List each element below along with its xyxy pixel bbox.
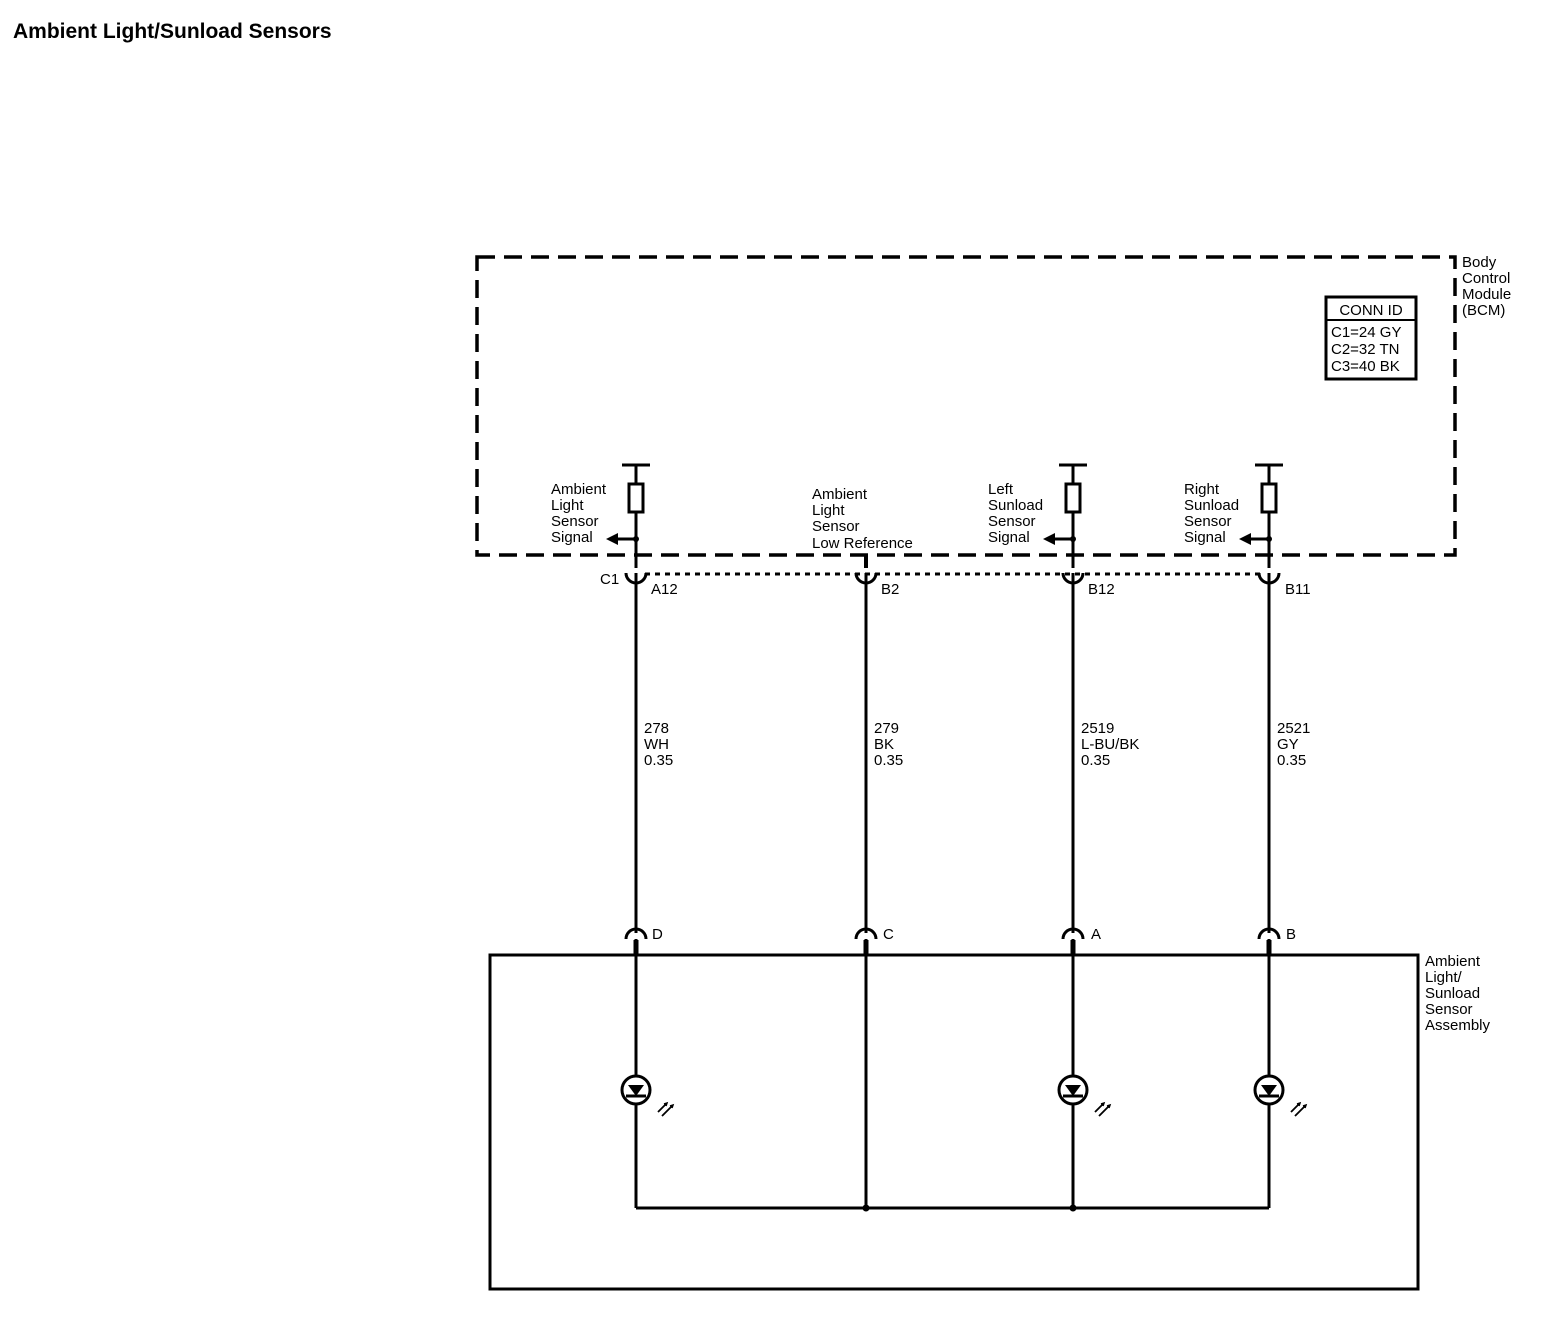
wire-label-line: L-BU/BK [1081,736,1139,753]
photodiode-icon [620,1074,675,1117]
circuit-label-line: Sunload [988,497,1043,514]
conn-id-row: C1=24 GY [1331,324,1401,341]
assembly-label-line: Assembly [1425,1017,1491,1034]
circuit-label-line: Sunload [1184,497,1239,514]
wire-label-line: BK [874,736,894,753]
wire-label-line: 278 [644,720,669,737]
bcm-label-line: Module [1462,286,1511,303]
circuit-label-line: Signal [988,529,1030,546]
conn-id-row: C2=32 TN [1331,341,1400,358]
conn-id-header: CONN ID [1339,302,1403,319]
signal-arrow-icon [1043,533,1055,545]
circuit-label-line: Signal [1184,529,1226,546]
circuit-label-line: Sensor [551,513,599,530]
pin-cup [1061,927,1085,940]
pin-label: B11 [1285,581,1311,598]
circuit-label-line: Sensor [1184,513,1232,530]
resistor [627,482,645,514]
circuit-label-line: Light [812,502,845,519]
wire-label-line: 0.35 [644,752,673,769]
conn-id-table: CONN ID C1=24 GY C2=32 TN C3=40 BK [1324,295,1418,381]
pin-cup [624,927,648,940]
wire-label-line: WH [644,736,669,753]
resistor [1260,482,1278,514]
bcm-label-line: Body [1462,254,1497,271]
page-title: Ambient Light/Sunload Sensors [13,20,332,43]
bcm-label-line: (BCM) [1462,302,1505,319]
pin-label: B12 [1088,581,1115,598]
bcm-label: Body Control Module (BCM) [1462,254,1511,319]
signal-arrow-icon [606,533,618,545]
circuit-label-line: Light [551,497,584,514]
wire-label-line: 0.35 [1081,752,1110,769]
circuit-label-line: Low Reference [812,535,913,552]
photodiode-icon [1253,1074,1308,1117]
sensor-assembly-outline [488,953,1420,1291]
sensor-pin-label: B [1286,926,1296,943]
circuit-label-line: Sensor [988,513,1036,530]
pin-cup [1257,927,1281,940]
bcm-label-line: Control [1462,270,1510,287]
photodiode-icon [1057,1074,1112,1117]
sensor-assembly-label: Ambient Light/ Sunload Sensor Assembly [1425,953,1491,1034]
circuit-label-line: Ambient [551,481,607,498]
assembly-label-line: Ambient [1425,953,1481,970]
wire-label-line: 279 [874,720,899,737]
sensor-pin-label: C [883,926,894,943]
wire-label-line: 0.35 [874,752,903,769]
circuit-label-line: Ambient [812,486,868,503]
connector-c1-label: C1 [600,571,619,588]
assembly-label-line: Sensor [1425,1001,1473,1018]
wire-label-line: 2519 [1081,720,1114,737]
pin-cup [854,927,878,940]
resistor [1064,482,1082,514]
assembly-label-line: Sunload [1425,985,1480,1002]
bcm-module-outline [475,255,1457,557]
circuit-ambient-light-signal: Ambient Light Sensor Signal A12 278 WH 0… [551,463,678,1208]
signal-arrow-icon [1239,533,1251,545]
sensor-pin-label: A [1091,926,1101,943]
circuit-label-line: Right [1184,481,1220,498]
circuit-label-line: Sensor [812,518,860,535]
sensor-pin-label: D [652,926,663,943]
circuit-left-sunload-signal: Left Sunload Sensor Signal B12 2519 L-BU… [988,463,1139,1212]
assembly-label-line: Light/ [1425,969,1463,986]
circuit-label-line: Signal [551,529,593,546]
wire-label-line: 0.35 [1277,752,1306,769]
pin-label: B2 [881,581,899,598]
circuit-label-line: Left [988,481,1014,498]
wire-label-line: 2521 [1277,720,1310,737]
circuit-low-reference: Ambient Light Sensor Low Reference B2 27… [812,486,913,1212]
conn-id-row: C3=40 BK [1331,358,1400,375]
circuit-right-sunload-signal: Right Sunload Sensor Signal B11 2521 GY … [1184,463,1311,1208]
pin-label: A12 [651,581,678,598]
wire-label-line: GY [1277,736,1299,753]
